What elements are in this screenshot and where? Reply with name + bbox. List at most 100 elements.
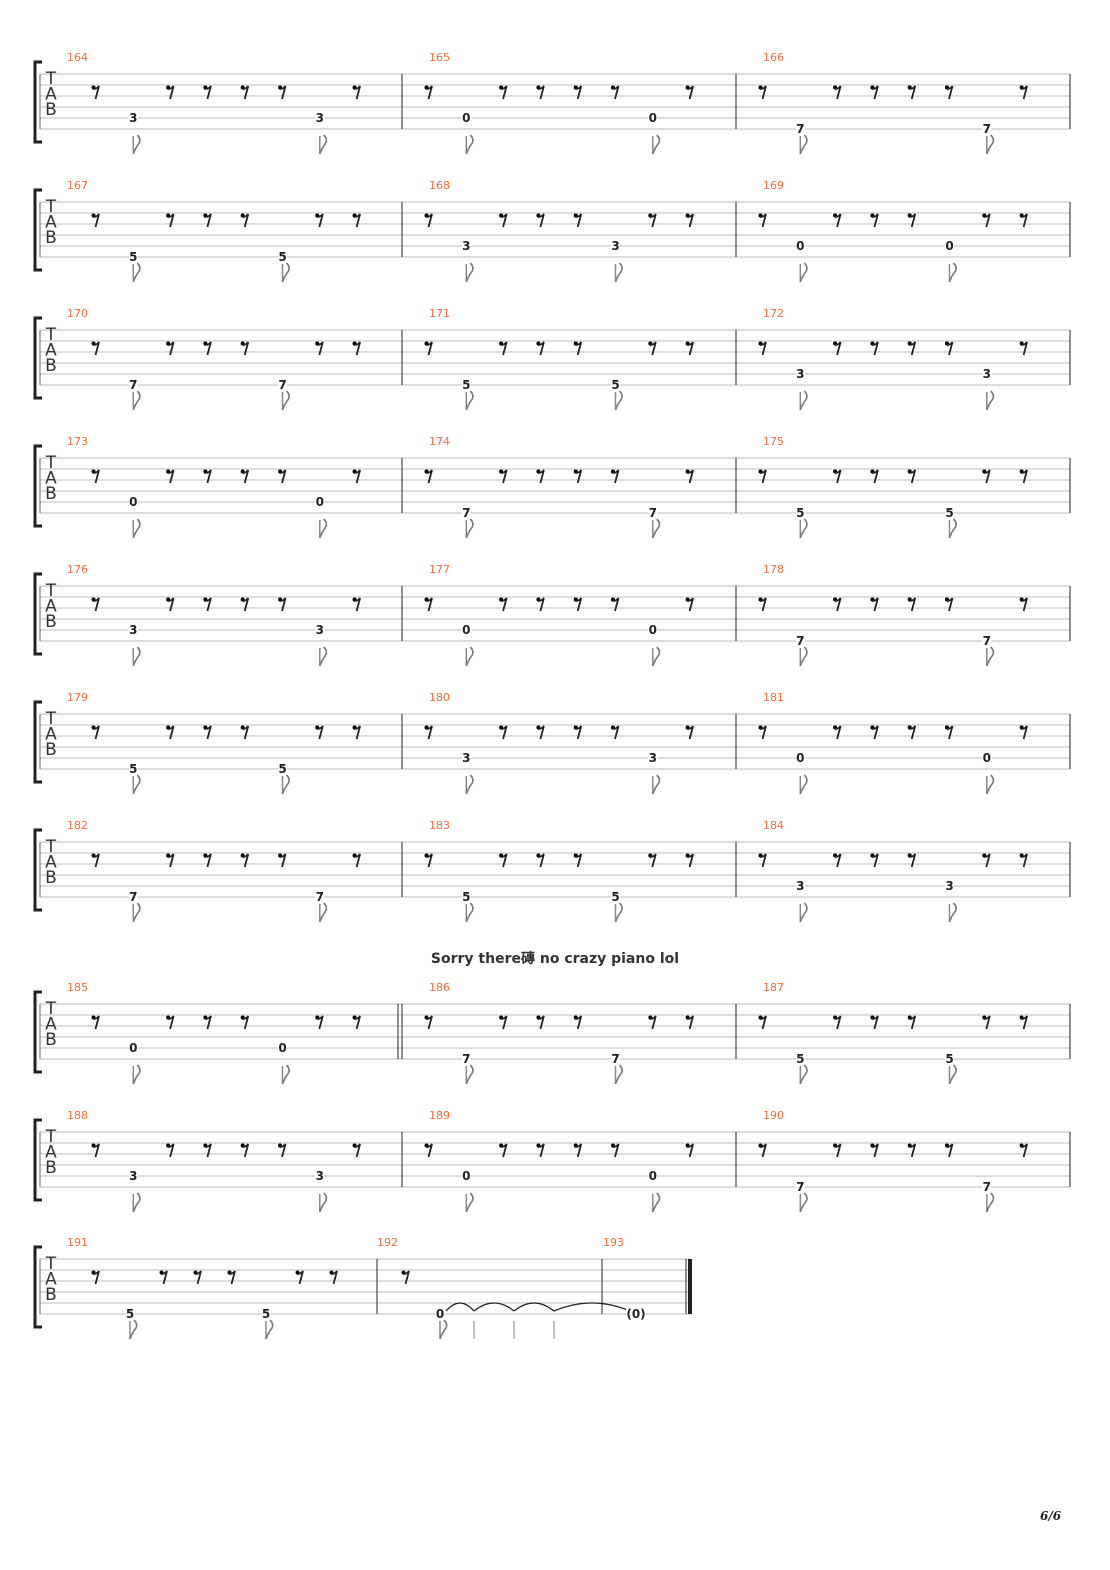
tab-clef-letter: B (45, 740, 57, 760)
tab-clef-letter: T (45, 325, 57, 345)
eighth-rest-icon (500, 1143, 508, 1158)
system-bracket (33, 990, 42, 1074)
tab-clef-letter: T (45, 1127, 57, 1147)
tab-clef-letter: B (45, 356, 57, 376)
eighth-rest-icon (167, 1015, 175, 1030)
eighth-flag-icon (129, 1319, 138, 1340)
eighth-flag-icon (465, 134, 474, 155)
eighth-flag-icon (986, 774, 995, 795)
measure-number: 189 (429, 1109, 450, 1122)
fret-background (278, 1042, 287, 1053)
eighth-rest-icon (687, 853, 694, 868)
eighth-flag-icon (652, 134, 661, 155)
fret-number: 5 (945, 1052, 953, 1066)
fret-background (461, 891, 471, 902)
eighth-rest-icon (759, 1015, 767, 1030)
fret-number: 7 (129, 378, 137, 392)
eighth-rest-icon (909, 469, 917, 484)
eighth-flag-icon (132, 518, 141, 539)
fret-number: 3 (316, 623, 324, 637)
eighth-flag-icon (652, 1192, 661, 1213)
fret-number: 3 (316, 111, 324, 125)
tab-clef-letter: A (45, 469, 57, 489)
eighth-rest-icon (834, 1015, 842, 1030)
fret-number: 3 (462, 751, 470, 765)
eighth-rest-icon (834, 213, 842, 228)
tab-clef-letter: B (45, 1030, 57, 1050)
measure-number: 175 (763, 435, 784, 448)
eighth-rest-icon (92, 469, 100, 484)
eighth-rest-icon (160, 1270, 168, 1285)
eighth-rest-icon (242, 853, 250, 868)
eighth-rest-icon (871, 725, 879, 740)
eighth-flag-icon (319, 646, 328, 667)
eighth-rest-icon (537, 1015, 545, 1030)
eighth-flag-icon (986, 390, 995, 411)
eighth-rest-icon (871, 341, 879, 356)
tab-clef-letter: B (45, 484, 57, 504)
eighth-rest-icon (537, 853, 545, 868)
eighth-rest-icon (425, 725, 433, 740)
eighth-rest-icon (204, 85, 212, 100)
fret-number: 0 (436, 1307, 444, 1321)
eighth-rest-icon (946, 1143, 954, 1158)
eighth-flag-icon (132, 1064, 141, 1085)
fret-background (611, 1053, 620, 1064)
measure-number: 178 (763, 563, 784, 576)
eighth-rest-icon (316, 1015, 324, 1030)
eighth-rest-icon (167, 853, 175, 868)
fret-background (461, 379, 471, 390)
fret-background (611, 240, 620, 251)
fret-number: 0 (129, 1041, 137, 1055)
eighth-rest-icon (167, 213, 175, 228)
fret-number: 5 (126, 1307, 134, 1321)
fret-number: 7 (462, 506, 470, 520)
fret-number: 0 (796, 239, 804, 253)
measure-number: 174 (429, 435, 450, 448)
measure-number: 167 (67, 179, 88, 192)
eighth-rest-icon (983, 469, 991, 484)
eighth-rest-icon (834, 85, 842, 100)
eighth-rest-icon (316, 341, 324, 356)
fret-background (982, 635, 992, 646)
eighth-rest-icon (909, 1015, 917, 1030)
eighth-flag-icon (652, 518, 661, 539)
eighth-flag-icon (281, 1064, 290, 1085)
eighth-rest-icon (354, 341, 361, 356)
eighth-rest-icon (279, 1143, 287, 1158)
fret-number: 7 (983, 1180, 991, 1194)
eighth-rest-icon (759, 853, 767, 868)
eighth-rest-icon (834, 341, 842, 356)
eighth-rest-icon (909, 853, 917, 868)
eighth-rest-icon (1021, 469, 1028, 484)
fret-background (795, 240, 805, 251)
fret-number: 3 (983, 367, 991, 381)
eighth-rest-icon (909, 85, 917, 100)
eighth-rest-icon (354, 1015, 361, 1030)
eighth-flag-icon (319, 902, 328, 923)
tab-clef-letter: B (45, 868, 57, 888)
measure-number: 190 (763, 1109, 784, 1122)
fret-number: 5 (796, 506, 804, 520)
fret-number: 5 (462, 890, 470, 904)
eighth-flag-icon (948, 902, 957, 923)
system-bracket (33, 828, 42, 912)
eighth-flag-icon (614, 390, 623, 411)
fret-background (128, 251, 138, 262)
eighth-rest-icon (687, 469, 694, 484)
eighth-rest-icon (537, 597, 545, 612)
eighth-rest-icon (649, 853, 657, 868)
eighth-flag-icon (799, 646, 808, 667)
eighth-rest-icon (354, 1143, 361, 1158)
eighth-rest-icon (612, 1143, 620, 1158)
fret-background (461, 752, 471, 763)
eighth-rest-icon (649, 341, 657, 356)
eighth-flag-icon (948, 1064, 957, 1085)
fret-number: 7 (796, 122, 804, 136)
eighth-rest-icon (316, 725, 324, 740)
eighth-rest-icon (204, 213, 212, 228)
eighth-rest-icon (871, 85, 879, 100)
eighth-rest-icon (1021, 341, 1028, 356)
fret-background (435, 1308, 445, 1319)
measure-number: 182 (67, 819, 88, 832)
